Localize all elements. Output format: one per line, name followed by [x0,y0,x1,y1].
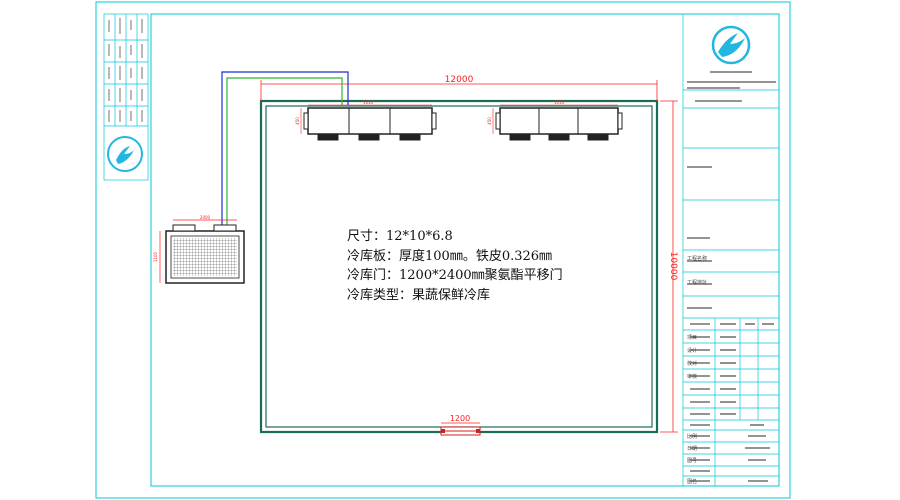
refrigerant-pipes [221,71,349,228]
title-block-row-design: 设计 [687,348,698,354]
condenser-depth-dimension: 1100 [153,251,158,262]
left-revision-block [103,13,149,181]
room-depth-dimension: 10000 [668,252,678,281]
title-block-row-review: 审核 [687,374,698,380]
title-block-row-check: 校对 [687,361,698,367]
condensing-unit [159,219,245,284]
door-width-dimension: 1200 [450,414,470,423]
note-door: 冷库门：1200*2400㎜聚氨酯平移门 [347,268,563,283]
evaporator-left-depth-dimension: 450 [295,117,300,125]
note-panel: 冷库板：厚度100㎜。铁皮0.326㎜ [347,248,553,264]
title-block-row-scale: 比例 [687,434,698,440]
title-block-row-drawing-number: 图号 [687,458,698,464]
cold-room-door [440,426,481,436]
evaporator-unit-left [303,107,437,141]
title-block-frame [682,13,780,487]
condenser-width-dimension: 2000 [200,215,211,220]
company-logo-small-icon [107,136,143,172]
sheet-outer-border [95,1,791,499]
note-type: 冷库类型：果蔬保鲜冷库 [347,287,491,303]
note-size: 尺寸：12*10*6.8 [347,229,453,244]
title-block-row-item: 项目 [687,335,698,341]
dimension-lines [260,80,678,433]
specification-notes: 尺寸：12*10*6.8 冷库板：厚度100㎜。铁皮0.326㎜ 冷库门：120… [347,227,563,305]
title-block-row-project-name: 工程名称 [687,256,708,262]
left-revision-text [108,18,143,122]
room-width-dimension: 12000 [445,75,474,85]
evaporator-right-depth-dimension: 450 [487,117,492,125]
company-logo-icon [711,25,751,65]
evaporator-left-width-dimension: 1010 [363,100,374,105]
evaporator-right-width-dimension: 1010 [554,100,565,105]
evaporator-dimension-lines [300,104,618,134]
title-block-row-date: 日期 [687,446,698,452]
evaporator-unit-right [495,107,623,141]
title-block-row-project-address: 工程地址 [687,280,708,286]
title-block-row-drawing-name: 图名 [687,479,698,485]
title-block-placeholder-text [687,71,776,482]
